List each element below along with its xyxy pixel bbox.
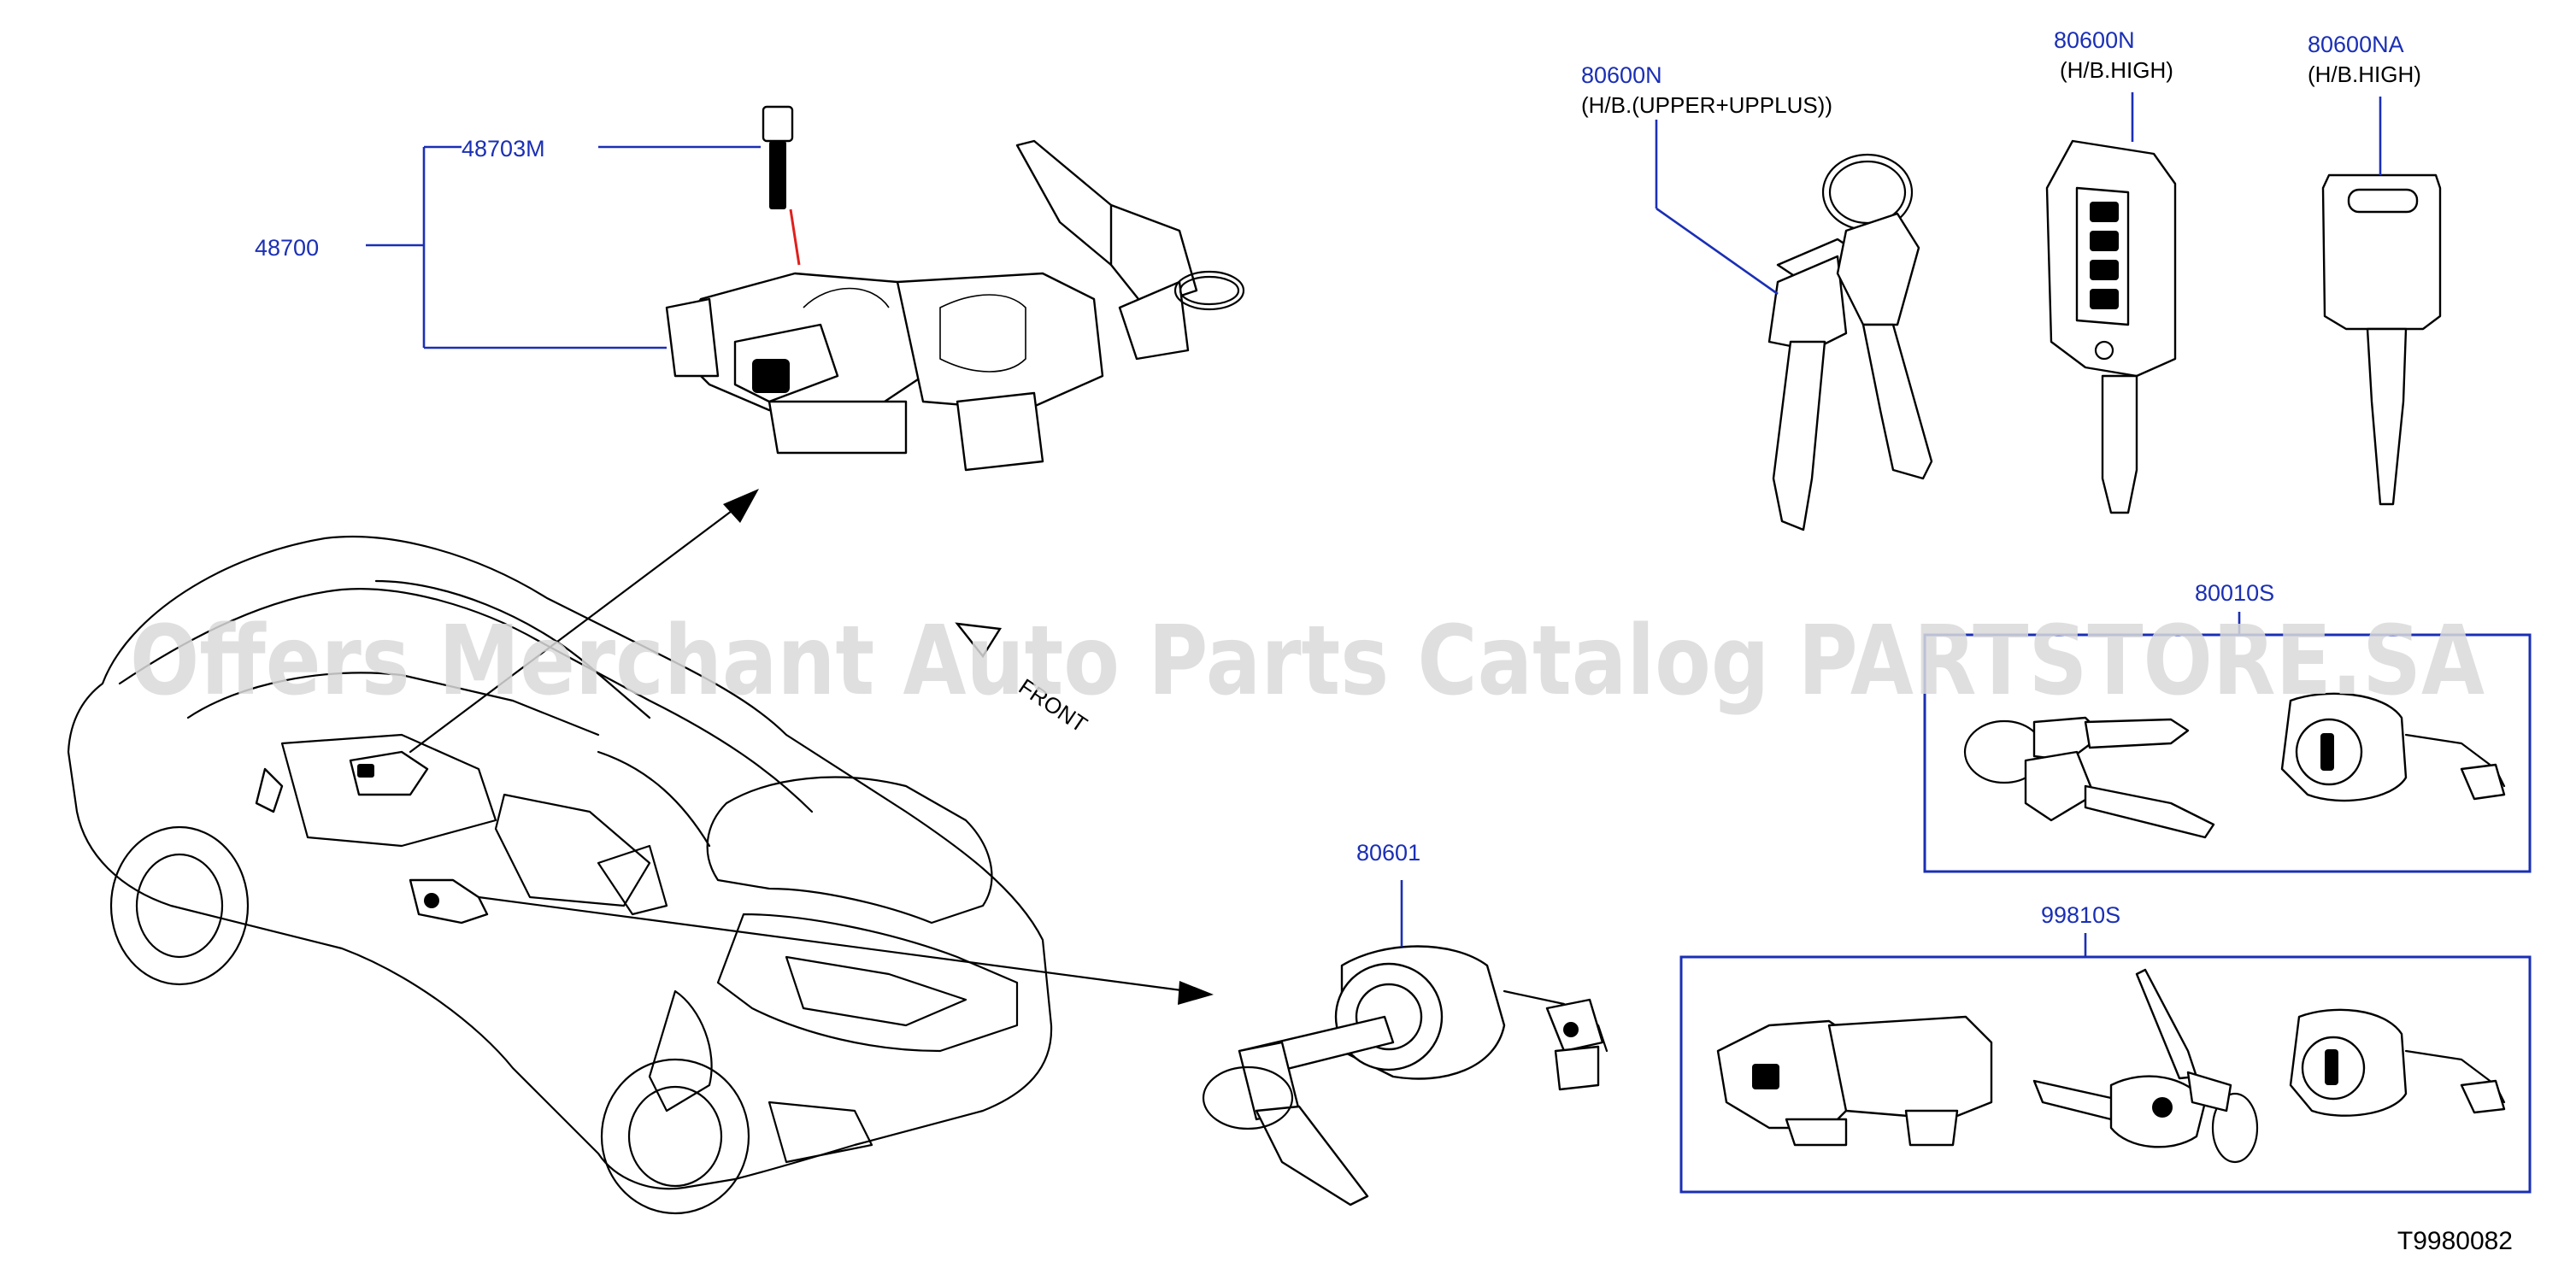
callout-80601: 80601 (1356, 840, 1420, 866)
diagram-id: T9980082 (2397, 1227, 2513, 1255)
callout-lines-48700 (366, 145, 761, 349)
ignition-switch-in-99810s (1716, 1015, 1993, 1147)
transponder-key-80600na (2321, 173, 2442, 506)
ignition-switch-assembly (665, 105, 1245, 472)
callout-48703m: 48703M (462, 136, 545, 161)
door-lock-in-80010s (2280, 692, 2506, 802)
key-set-in-80010s (1963, 716, 2215, 839)
remote-key-80600n-high (2045, 139, 2177, 514)
callout-80600n-high-note: (H/B.HIGH) (2060, 57, 2173, 83)
door-lock-in-99810s (2289, 1008, 2506, 1117)
callout-80600n-upper: 80600N (1581, 62, 1662, 88)
callout-48700: 48700 (255, 235, 319, 261)
remote-key-in-99810s (2032, 968, 2259, 1164)
pointer-arrows (409, 489, 1214, 1005)
kit-box-80010s (1923, 633, 2532, 873)
key-set-80600n-upper (1767, 153, 1933, 531)
callout-80600n-high: 80600N (2054, 27, 2135, 53)
kit-box-99810s (1679, 955, 2532, 1194)
callout-80600na-note: (H/B.HIGH) (2308, 62, 2421, 87)
callout-80010s: 80010S (2195, 580, 2274, 606)
callout-99810s: 99810S (2041, 902, 2120, 928)
vehicle-illustration (67, 535, 1053, 1215)
door-lock-cylinder-80601 (1202, 945, 1609, 1206)
watermark-text: Offers Merchant Auto Parts Catalog PARTS… (130, 606, 2485, 717)
callout-80600n-upper-note: (H/B.(UPPER+UPPLUS)) (1581, 92, 1832, 118)
callout-80600na: 80600NA (2308, 32, 2404, 57)
